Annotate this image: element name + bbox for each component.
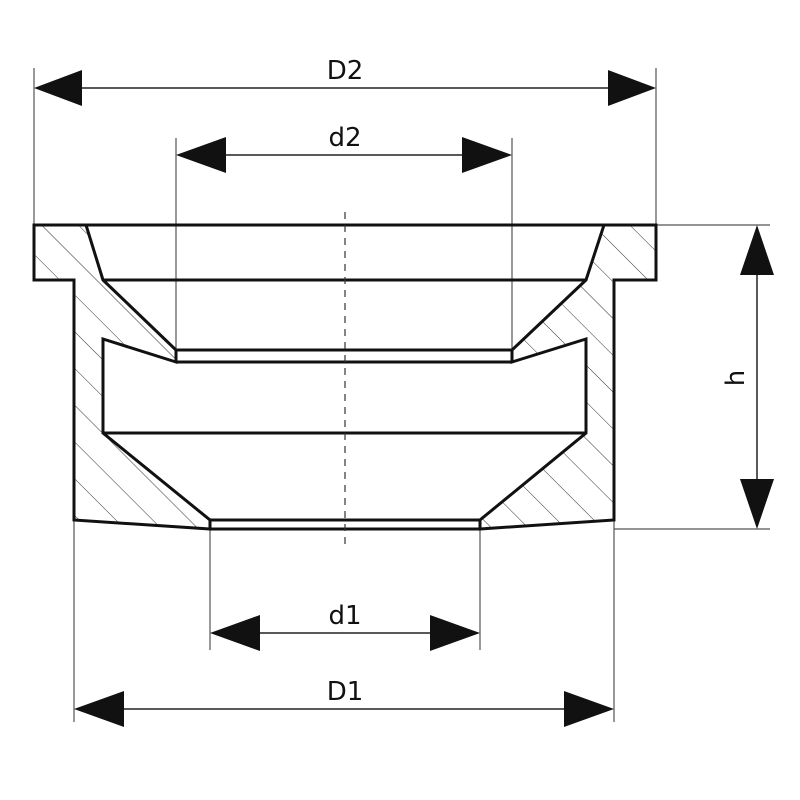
label-d2-inner: d2 <box>328 123 361 153</box>
arrowhead-left <box>210 615 260 651</box>
extension-lines <box>33 68 770 722</box>
dimension-d2-inner: d2 <box>176 123 512 173</box>
arrowhead-left <box>74 691 124 727</box>
dimension-d1-outer: D1 <box>74 677 614 727</box>
arrowhead-up <box>740 225 774 275</box>
arrowhead-left <box>34 70 82 106</box>
label-d1-inner: d1 <box>328 601 361 631</box>
label-d1-outer: D1 <box>327 677 364 707</box>
right-wall-section <box>478 223 658 531</box>
arrowhead-right <box>462 137 512 173</box>
arrowhead-down <box>740 479 774 529</box>
label-h: h <box>721 370 751 386</box>
dimension-d1-inner: d1 <box>210 601 480 651</box>
arrowhead-left <box>176 137 226 173</box>
dimension-h: h <box>721 225 774 529</box>
arrowhead-right <box>430 615 480 651</box>
left-wall-section <box>32 223 212 531</box>
arrowhead-right <box>608 70 656 106</box>
label-d2-outer: D2 <box>327 56 364 86</box>
arrowhead-right <box>564 691 614 727</box>
dimension-d2-outer: D2 <box>34 56 656 106</box>
